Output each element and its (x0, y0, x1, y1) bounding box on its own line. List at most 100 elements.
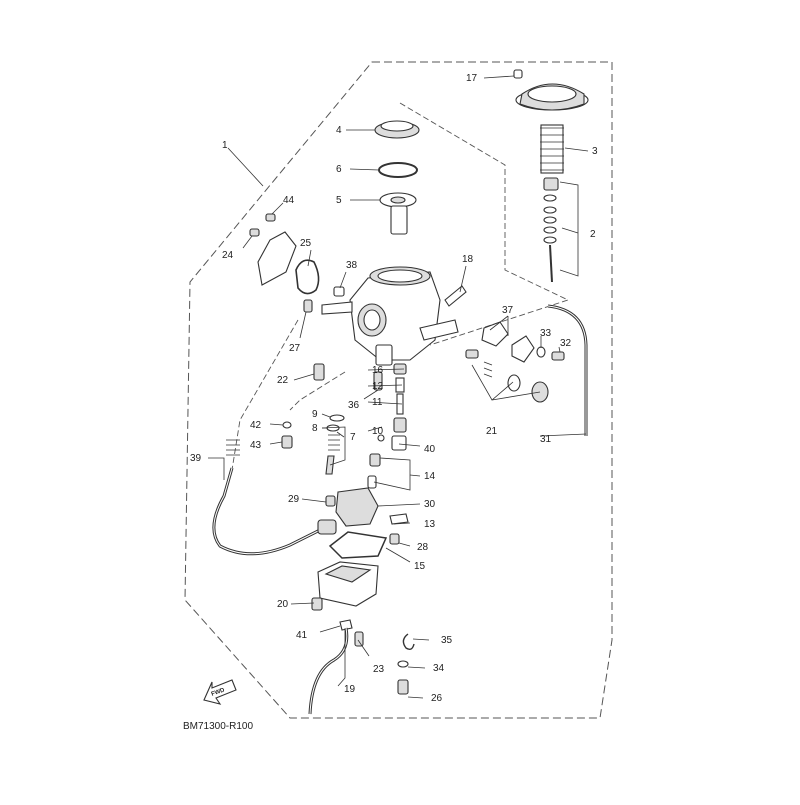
springs-21 (483, 361, 493, 378)
callout-27: 27 (289, 343, 301, 354)
ring-21 (507, 374, 521, 392)
top-cover (513, 69, 589, 111)
part-callouts: 1234567891011121314151617181920212223242… (190, 73, 598, 704)
spring-7 (328, 434, 340, 451)
leader-lines (208, 75, 589, 699)
screw-27 (303, 299, 313, 313)
throttle-cable (547, 304, 588, 436)
assembly-boundary (184, 61, 613, 719)
choke-cable (212, 467, 321, 556)
callout-39: 39 (190, 453, 202, 464)
screw-32 (551, 351, 565, 361)
callout-41: 41 (296, 630, 308, 641)
callout-7: 7 (350, 432, 356, 443)
callout-32: 32 (560, 338, 572, 349)
callout-28: 28 (417, 542, 429, 553)
fwd-label: FWD (211, 687, 227, 698)
callout-16: 16 (372, 365, 384, 376)
diaphragm-cap (374, 120, 420, 139)
pin-21 (465, 349, 479, 359)
callout-36: 36 (348, 400, 360, 411)
screw-22 (313, 363, 325, 381)
float-bowl (317, 561, 379, 607)
callout-44: 44 (283, 195, 295, 206)
callout-38: 38 (346, 260, 358, 271)
clip-41 (339, 619, 353, 631)
screw-28 (389, 533, 400, 545)
float-30 (335, 487, 379, 527)
piston-valve (379, 192, 417, 235)
reference-code: BM71300-R100 (183, 721, 253, 732)
callout-26: 26 (431, 693, 443, 704)
callout-23: 23 (373, 664, 385, 675)
gasket-25 (295, 259, 320, 295)
float-pin-13 (389, 513, 409, 525)
callout-20: 20 (277, 599, 289, 610)
pilot-jet-14a (369, 453, 381, 467)
callout-4: 4 (336, 125, 342, 136)
float-bowl-gasket (328, 531, 388, 559)
screw-23 (354, 631, 364, 647)
side-cover-plate (257, 231, 297, 286)
clip-35 (402, 633, 415, 651)
callout-34: 34 (433, 663, 445, 674)
fwd-arrow-icon: FWD (203, 679, 237, 705)
housing-37 (511, 335, 535, 363)
callout-18: 18 (462, 254, 474, 265)
o-ring-9 (329, 414, 345, 422)
callout-10: 10 (372, 426, 384, 437)
callout-12: 12 (372, 381, 384, 392)
holder-40 (391, 435, 407, 451)
callout-29: 29 (288, 494, 300, 505)
callout-2: 2 (590, 229, 596, 240)
washer-33 (536, 346, 546, 358)
callout-42: 42 (250, 420, 262, 431)
drain-hose (308, 627, 349, 715)
callout-5: 5 (336, 195, 342, 206)
throttle-screw-18 (444, 285, 467, 307)
callout-31: 31 (540, 434, 552, 445)
callout-22: 22 (277, 375, 289, 386)
callout-3: 3 (592, 146, 598, 157)
choke-fitting (317, 519, 337, 535)
callout-1: 1 (222, 140, 228, 151)
carburetor-body (321, 266, 459, 366)
screw-44 (265, 213, 276, 222)
screw-26 (397, 679, 409, 695)
screw-29 (325, 495, 336, 507)
callout-13: 13 (424, 519, 436, 530)
screw-43 (281, 435, 293, 449)
callout-17: 17 (466, 73, 478, 84)
callout-6: 6 (336, 164, 342, 175)
cap-38 (333, 286, 345, 297)
o-ring (378, 162, 418, 178)
washer-40-top (377, 434, 385, 442)
callout-25: 25 (300, 238, 312, 249)
callout-35: 35 (441, 635, 453, 646)
main-jet-10 (393, 417, 407, 433)
group-boundary-top (399, 102, 570, 346)
screw-20 (311, 597, 323, 611)
callout-9: 9 (312, 409, 318, 420)
callout-19: 19 (344, 684, 356, 695)
callout-21: 21 (486, 426, 498, 437)
callout-14: 14 (424, 471, 436, 482)
pilot-jet-14b (367, 475, 377, 489)
callout-24: 24 (222, 250, 234, 261)
washer-34 (397, 660, 409, 668)
spring (540, 124, 564, 174)
callout-43: 43 (250, 440, 262, 451)
callout-37: 37 (502, 305, 514, 316)
callout-11: 11 (372, 397, 383, 408)
needle-clip-stack (543, 177, 559, 283)
callout-30: 30 (424, 499, 436, 510)
callout-33: 33 (540, 328, 552, 339)
washer-42 (282, 421, 292, 429)
screw-24 (249, 228, 260, 237)
callout-8: 8 (312, 423, 318, 434)
callout-15: 15 (414, 561, 426, 572)
choke-spring-39 (226, 439, 240, 456)
callout-40: 40 (424, 444, 436, 455)
